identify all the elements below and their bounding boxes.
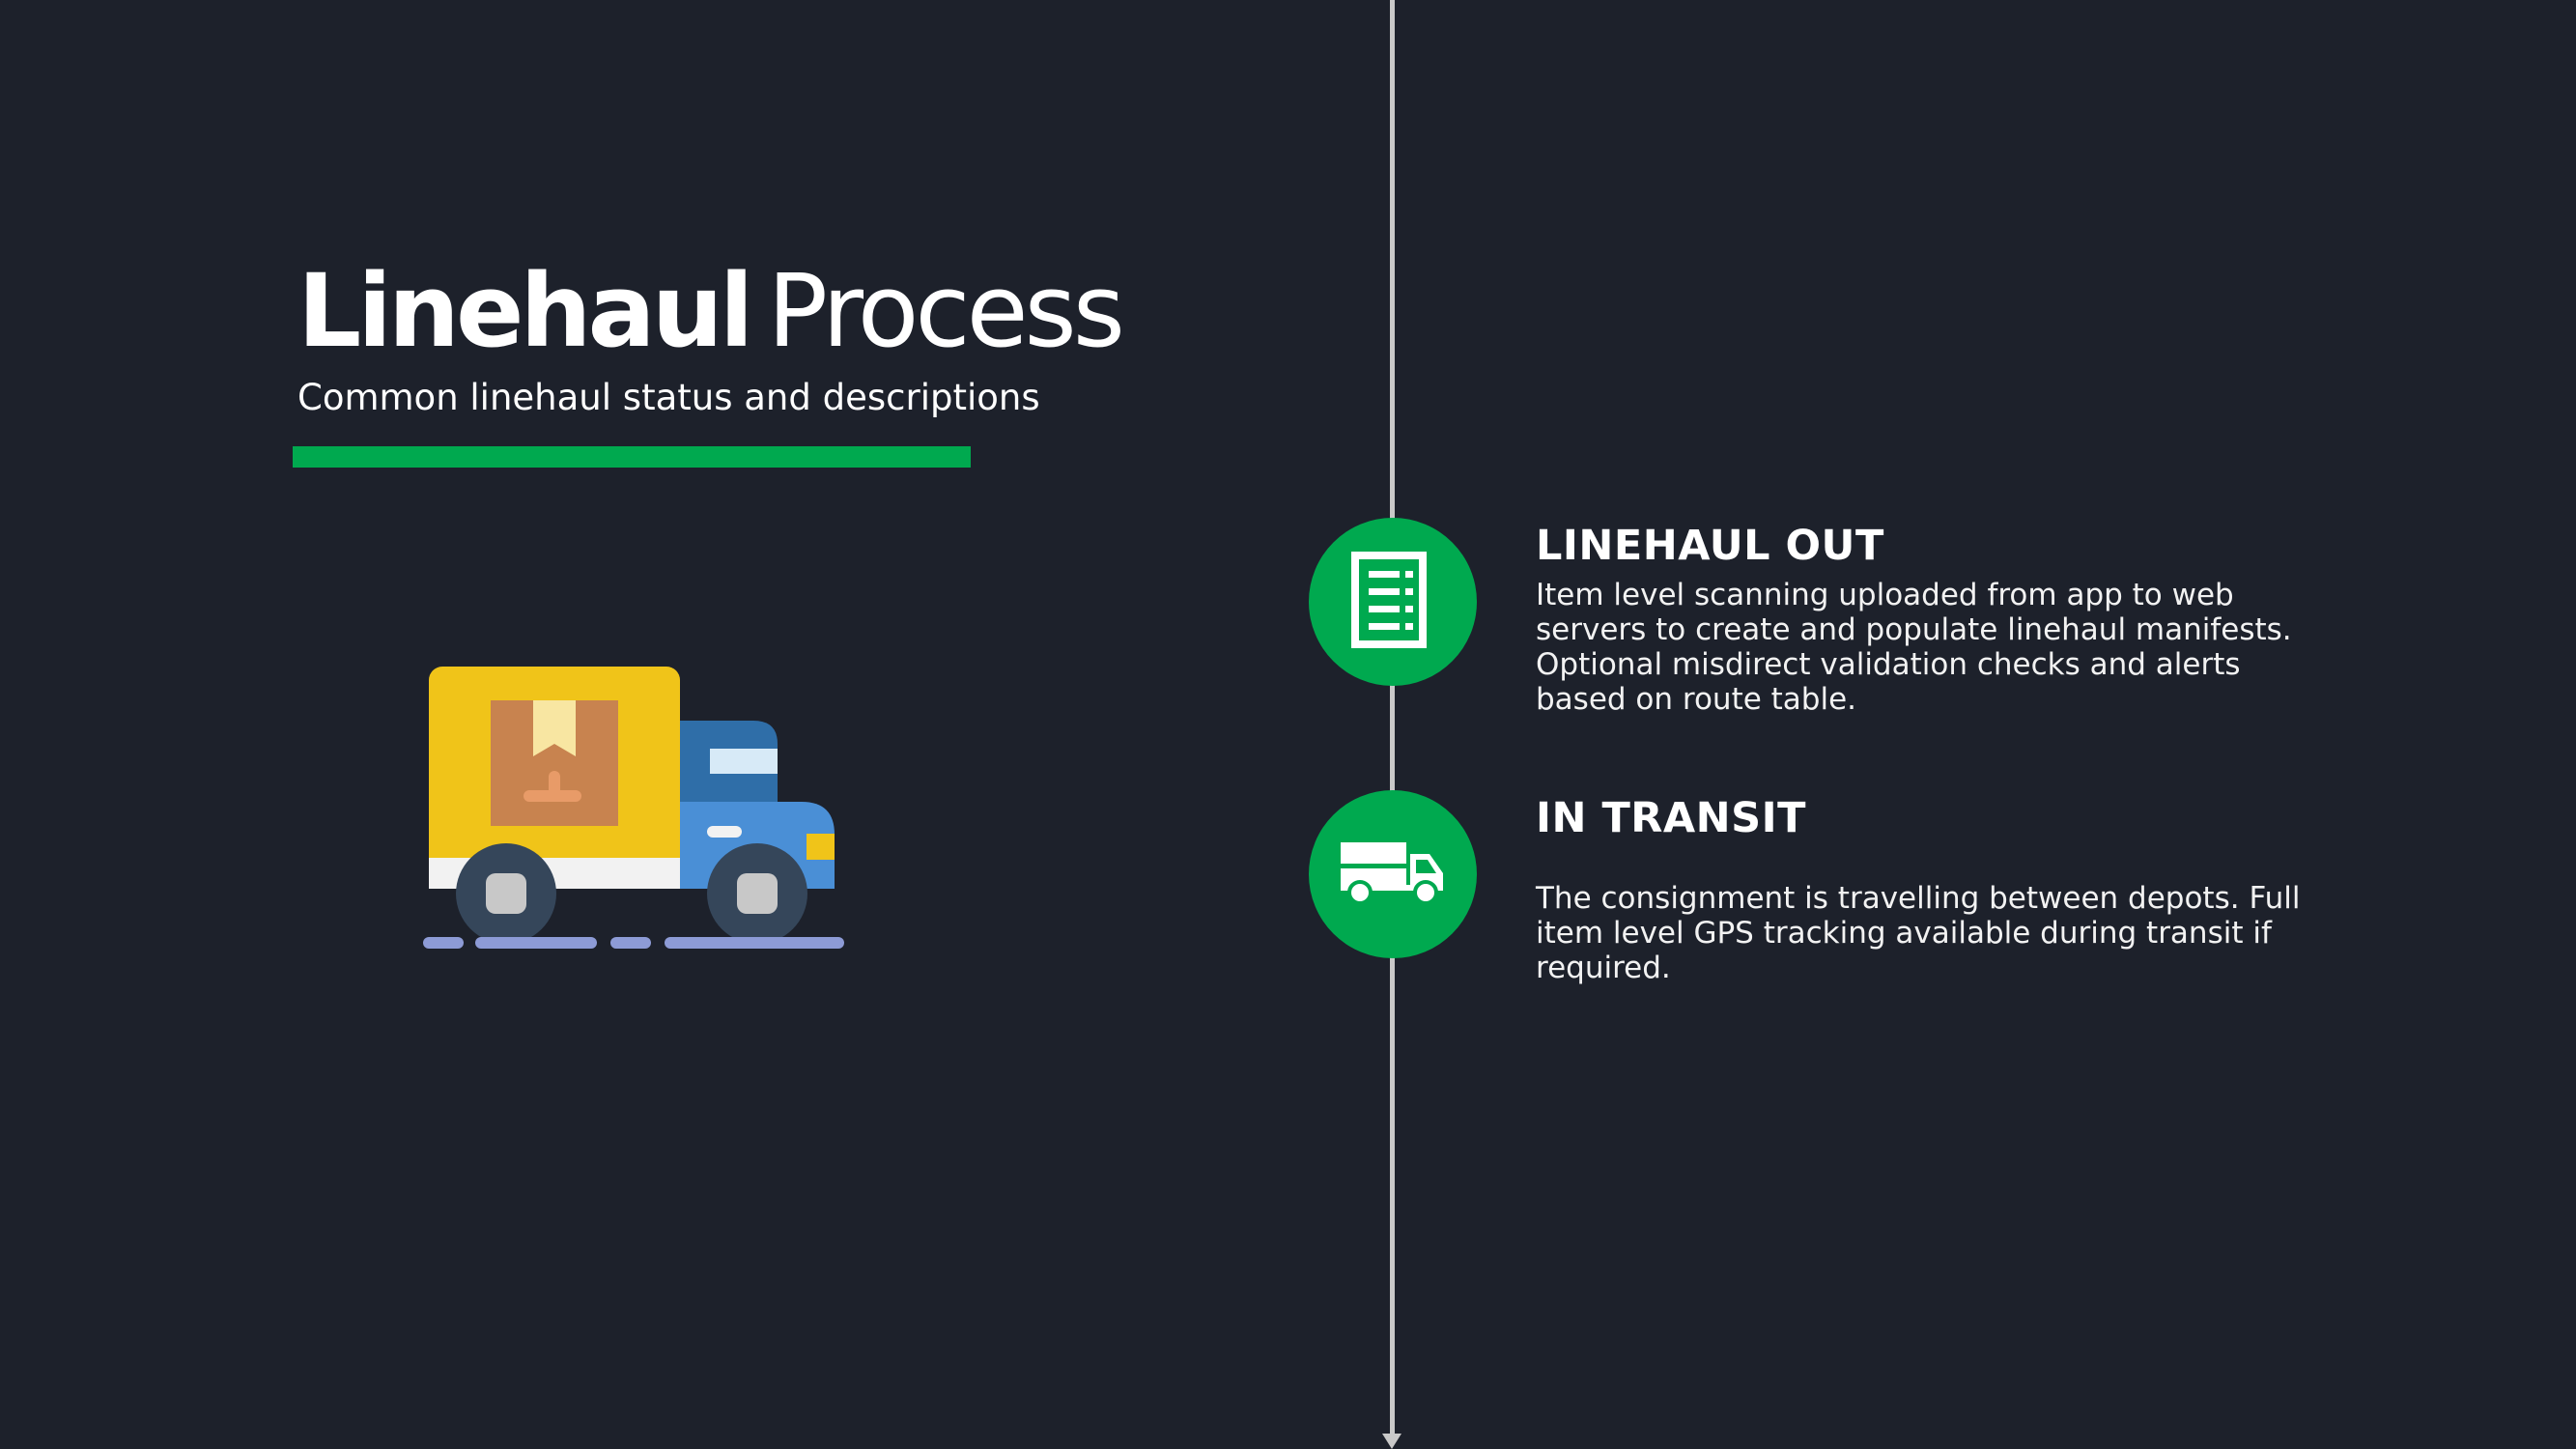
timeline-line	[1390, 0, 1395, 1437]
step-linehaul-out: LINEHAUL OUT Item level scanning uploade…	[1536, 522, 2328, 717]
step-description: The consignment is travelling between de…	[1536, 880, 2301, 985]
manifest-list-icon	[1349, 552, 1436, 652]
step-heading: LINEHAUL OUT	[1536, 522, 1884, 570]
step-linehaul-out-badge	[1309, 518, 1477, 686]
step-heading: IN TRANSIT	[1536, 794, 1806, 842]
accent-bar	[293, 446, 971, 468]
slide-title-light: Process	[767, 252, 1125, 370]
slide-title-bold: Linehaul	[297, 252, 753, 370]
slide-subtitle: Common linehaul status and descriptions	[297, 377, 1040, 418]
delivery-truck-illustration-icon	[415, 657, 850, 966]
step-in-transit-badge	[1309, 790, 1477, 958]
timeline-arrow-icon	[1382, 1434, 1401, 1449]
step-description: Item level scanning uploaded from app to…	[1536, 577, 2292, 717]
step-in-transit: IN TRANSIT The consignment is travelling…	[1536, 794, 2328, 985]
delivery-truck-icon	[1339, 838, 1447, 910]
